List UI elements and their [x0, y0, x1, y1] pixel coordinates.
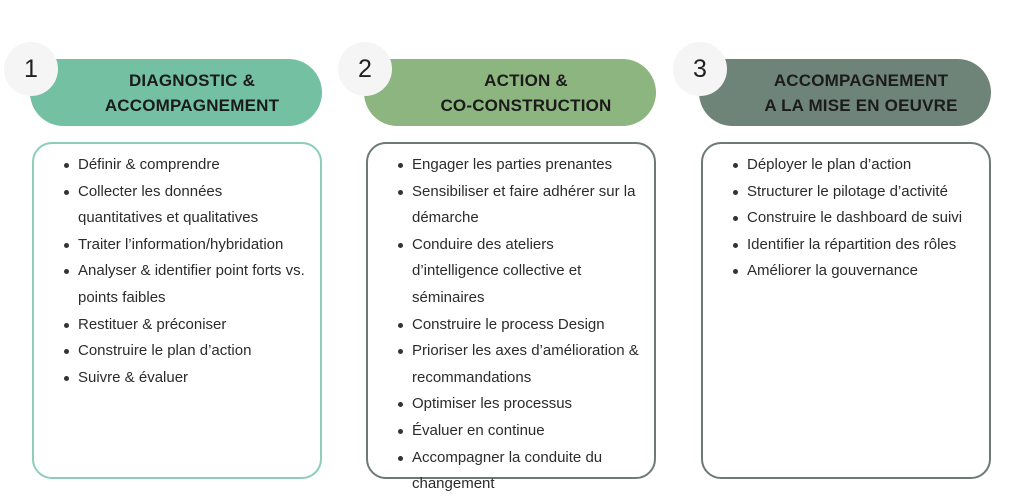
list-item: Analyser & identifier point forts vs. po…	[56, 258, 310, 311]
list-item: Accompagner la conduite du changement	[390, 445, 644, 498]
step-2-list: Engager les parties prenantes Sensibilis…	[368, 144, 654, 498]
step-1-title-line-2: ACCOMPAGNEMENT	[104, 95, 280, 115]
list-item: Sensibiliser et faire adhérer sur la dém…	[390, 179, 644, 232]
list-item: Construire le process Design	[390, 312, 644, 339]
step-1-title-line-1: DIAGNOSTIC &	[128, 70, 256, 90]
step-2-number-badge: 2	[338, 42, 392, 96]
list-item: Optimiser les processus	[390, 391, 644, 418]
list-item: Traiter l’information/hybridation	[56, 232, 310, 259]
step-3-content-box: Déployer le plan d’action Structurer le …	[701, 142, 991, 479]
list-item: Définir & comprendre	[56, 152, 310, 179]
list-item: Identifier la répartition des rôles	[725, 232, 979, 259]
list-item: Structurer le pilotage d’activité	[725, 179, 979, 206]
step-1-number: 1	[24, 54, 38, 83]
step-2-number: 2	[358, 54, 372, 83]
list-item: Conduire des ateliers d’intelligence col…	[390, 232, 644, 312]
step-2-content-box: Engager les parties prenantes Sensibilis…	[366, 142, 656, 492]
step-3-header: ACCOMPAGNEMENT A LA MISE EN OEUVRE	[699, 59, 991, 126]
list-item: Suivre & évaluer	[56, 365, 310, 392]
step-1-header: DIAGNOSTIC & ACCOMPAGNEMENT	[30, 59, 322, 126]
list-item: Construire le plan d’action	[56, 338, 310, 365]
step-3-list: Déployer le plan d’action Structurer le …	[703, 144, 989, 285]
step-1-list: Définir & comprendre Collecter les donné…	[34, 144, 320, 391]
step-3-title-line-1: ACCOMPAGNEMENT	[773, 70, 949, 90]
step-2-title: ACTION & CO-CONSTRUCTION	[440, 68, 611, 118]
list-item: Restituer & préconiser	[56, 312, 310, 339]
step-3-number-badge: 3	[673, 42, 727, 96]
step-2-title-line-2: CO-CONSTRUCTION	[440, 95, 612, 115]
step-1-title: DIAGNOSTIC & ACCOMPAGNEMENT	[105, 68, 279, 118]
list-item: Déployer le plan d’action	[725, 152, 979, 179]
step-2-header: ACTION & CO-CONSTRUCTION	[364, 59, 656, 126]
list-item: Améliorer la gouvernance	[725, 258, 979, 285]
list-item: Collecter les données quantitatives et q…	[56, 179, 310, 232]
step-2-title-line-1: ACTION &	[484, 70, 568, 90]
step-3-title-line-2: A LA MISE EN OEUVRE	[764, 95, 958, 115]
step-1: DIAGNOSTIC & ACCOMPAGNEMENT 1 Définir & …	[4, 0, 324, 499]
step-3: ACCOMPAGNEMENT A LA MISE EN OEUVRE 3 Dép…	[673, 0, 993, 499]
step-1-number-badge: 1	[4, 42, 58, 96]
list-item: Engager les parties prenantes	[390, 152, 644, 179]
list-item: Construire le dashboard de suivi	[725, 205, 979, 232]
step-2: ACTION & CO-CONSTRUCTION 2 Engager les p…	[338, 0, 658, 499]
step-1-content-box: Définir & comprendre Collecter les donné…	[32, 142, 322, 479]
step-3-title: ACCOMPAGNEMENT A LA MISE EN OEUVRE	[764, 68, 957, 118]
list-item: Évaluer en continue	[390, 418, 644, 445]
step-3-number: 3	[693, 54, 707, 83]
list-item: Prioriser les axes d’amélioration & reco…	[390, 338, 644, 391]
